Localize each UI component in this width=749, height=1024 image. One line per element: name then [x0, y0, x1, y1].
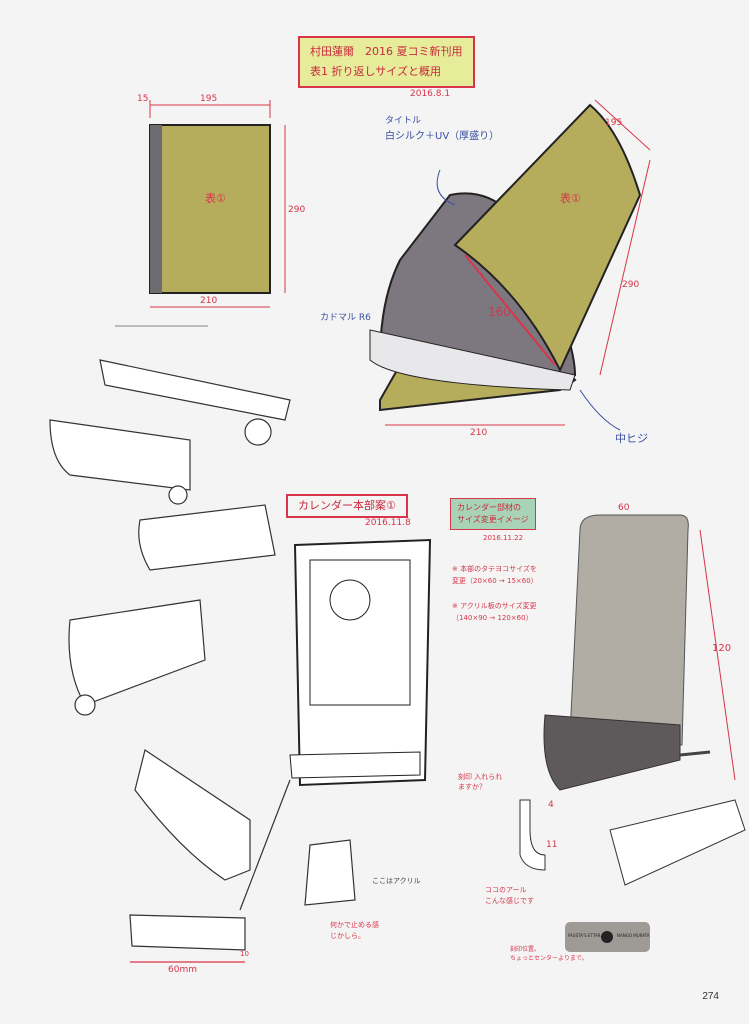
book-open-drawing	[369, 99, 651, 431]
page-number: 274	[702, 991, 719, 1002]
title-spec: 白シルク＋UV（厚盛り）	[385, 131, 500, 142]
dim-top: 4	[548, 800, 554, 810]
cover-label: 表①	[205, 192, 226, 205]
dim-open-bottom: 210	[470, 428, 488, 438]
dim-height: 290	[288, 205, 306, 215]
dim-width-top: 195	[200, 94, 218, 104]
calendar-height-dim: 10	[240, 950, 249, 958]
change-date: 2016.11.22	[483, 534, 524, 542]
stand-height: 120	[712, 643, 732, 654]
header-date: 2016.8.1	[410, 89, 451, 99]
dim-width-bottom: 210	[200, 296, 218, 306]
hinge-note: 中ヒジ	[615, 432, 648, 445]
book-flat-drawing	[149, 100, 286, 308]
dim-main: 11	[546, 840, 558, 850]
calendar-frame-drawing	[289, 538, 432, 787]
stand-width: 60	[618, 503, 630, 513]
calendar-date: 2016.11.8	[365, 518, 411, 528]
title-note: タイトル	[385, 116, 422, 126]
clip-sketches	[49, 325, 356, 963]
acrylic-note: ここはアクリル	[372, 877, 421, 885]
engrave-position-note: 刻印位置。 ちょっとセンターよりまで。	[510, 946, 588, 962]
calendar-width-dim: 60mm	[168, 965, 197, 975]
dim-open-height: 290	[622, 280, 640, 290]
open-cover-label: 表①	[560, 192, 581, 205]
plate-brand-left: FAUSTA'S ETTAR.	[568, 933, 602, 938]
change-item-2: ※ アクリル板のサイズ変更 （140×90 → 120×60）	[452, 602, 537, 622]
dim-spine: 15	[137, 94, 149, 104]
change-item-1: ※ 本部のタテヨコサイズを 変更（20×60 → 15×60）	[452, 565, 538, 585]
corner-note: カドマル R6	[320, 313, 371, 323]
header-note: 村田蓮爾 2016 夏コミ新刊用 表1 折り返しサイズと概用	[298, 36, 475, 88]
engrave-question: 刻印 入れられますか？	[458, 773, 503, 791]
change-note: カレンダー部材の サイズ変更イメージ	[450, 498, 536, 530]
plate-brand-right: NANGO MURATA	[617, 933, 650, 938]
radius-note: ココのアール こんな感じです	[485, 886, 534, 905]
calendar-title: カレンダー本部案①	[286, 494, 408, 518]
dim-inner: 160	[488, 305, 511, 319]
fix-note: 何かで止める感じかしら。	[330, 921, 379, 940]
stand-drawing	[519, 514, 746, 952]
dim-open-width: 195	[605, 118, 623, 128]
